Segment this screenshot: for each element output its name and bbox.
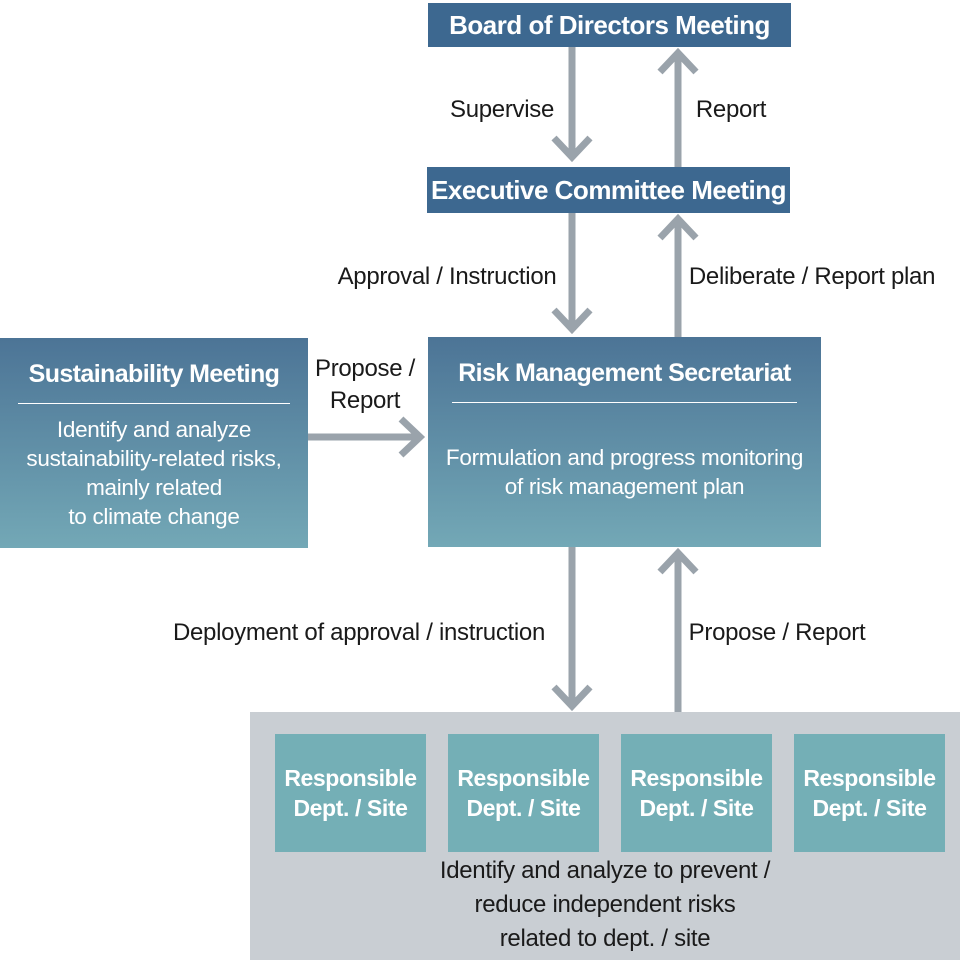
risk-management-secretariat-node: Risk Management Secretariat Formulation … bbox=[428, 337, 821, 547]
propose-report-bottom-label: Propose / Report bbox=[688, 619, 866, 646]
supervise-down-arrow bbox=[551, 47, 593, 163]
risk-management-secretariat-description: Formulation and progress monitoring of r… bbox=[445, 445, 804, 499]
report-up-arrow bbox=[657, 47, 699, 167]
title-underline bbox=[451, 402, 798, 403]
responsible-group-caption: Identify and analyze to prevent / reduce… bbox=[439, 857, 771, 952]
sustainability-meeting-description: Identify and analyze sustainability-rela… bbox=[26, 417, 282, 529]
propose-report-left-label: Propose / Report bbox=[314, 355, 416, 414]
responsible-dept-site-box: Responsible Dept. / Site bbox=[621, 734, 772, 852]
propose-left-right-arrow bbox=[308, 416, 426, 458]
deployment-of-approval-label: Deployment of approval / instruction bbox=[172, 619, 546, 646]
deliberate-report-plan-label: Deliberate / Report plan bbox=[688, 263, 936, 290]
report-label: Report bbox=[695, 96, 767, 123]
deployment-down-arrow bbox=[551, 547, 593, 712]
executive-committee-node: Executive Committee Meeting bbox=[427, 167, 790, 213]
risk-management-secretariat-title: Risk Management Secretariat bbox=[458, 359, 791, 387]
responsible-dept-site-box: Responsible Dept. / Site bbox=[794, 734, 945, 852]
approval-instruction-label: Approval / Instruction bbox=[337, 263, 557, 290]
sustainability-meeting-title: Sustainability Meeting bbox=[28, 360, 280, 388]
sustainability-meeting-node: Sustainability Meeting Identify and anal… bbox=[0, 338, 308, 548]
supervise-label: Supervise bbox=[449, 96, 555, 123]
board-of-directors-title: Board of Directors Meeting bbox=[449, 9, 770, 40]
responsible-dept-site-box: Responsible Dept. / Site bbox=[448, 734, 599, 852]
executive-committee-title: Executive Committee Meeting bbox=[431, 174, 786, 205]
responsible-dept-site-box: Responsible Dept. / Site bbox=[275, 734, 426, 852]
approval-down-arrow bbox=[551, 213, 593, 335]
board-of-directors-node: Board of Directors Meeting bbox=[428, 3, 791, 47]
title-underline bbox=[18, 403, 290, 404]
